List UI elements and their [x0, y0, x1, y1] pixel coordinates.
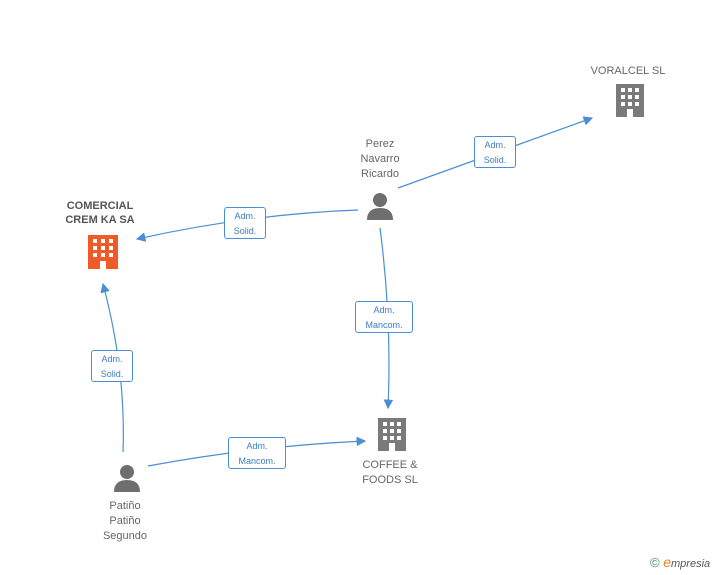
relation-role: Adm.	[234, 211, 256, 221]
company-label-comercial[interactable]: COMERCIAL CREM KA SA	[65, 200, 135, 226]
brand-logo[interactable]: empresia	[663, 554, 711, 570]
relation-type: Solid.	[100, 369, 124, 379]
relation-type: Mancom.	[238, 456, 276, 466]
relation-role: Adm.	[246, 441, 268, 451]
person-icon[interactable]	[367, 193, 393, 220]
brand-name: mpresia	[671, 558, 711, 570]
building-icon[interactable]	[378, 418, 406, 451]
company-label-voralcel[interactable]: VORALCEL SL	[590, 65, 666, 77]
relation-role: Adm.	[484, 140, 506, 150]
relation-type: Solid.	[233, 226, 257, 236]
company-label-coffee[interactable]: COFFEE & FOODS SL	[362, 459, 418, 486]
relation-badge-perez-coffee: Adm. Mancom.	[355, 301, 413, 333]
relation-badge-patino-coffee: Adm. Mancom.	[228, 437, 286, 469]
relation-type: Solid.	[483, 155, 507, 165]
brand-initial: e	[663, 554, 672, 570]
person-label-patino[interactable]: Patiño Patiño Segundo	[102, 500, 148, 542]
relation-role: Adm.	[101, 354, 123, 364]
relation-role: Adm.	[373, 305, 395, 315]
building-icon[interactable]	[616, 84, 644, 117]
person-label-perez[interactable]: Perez Navarro Ricardo	[360, 138, 400, 180]
person-icon[interactable]	[114, 465, 140, 492]
relation-badge-perez-comercial: Adm. Solid.	[224, 207, 266, 239]
relation-badge-perez-voralcel: Adm. Solid.	[474, 136, 516, 168]
copyright-symbol: ©	[650, 555, 660, 570]
footer-credit: © empresia	[650, 554, 710, 570]
building-icon-highlighted[interactable]	[88, 235, 118, 269]
relation-type: Mancom.	[365, 320, 403, 330]
relation-badge-patino-comercial: Adm. Solid.	[91, 350, 133, 382]
